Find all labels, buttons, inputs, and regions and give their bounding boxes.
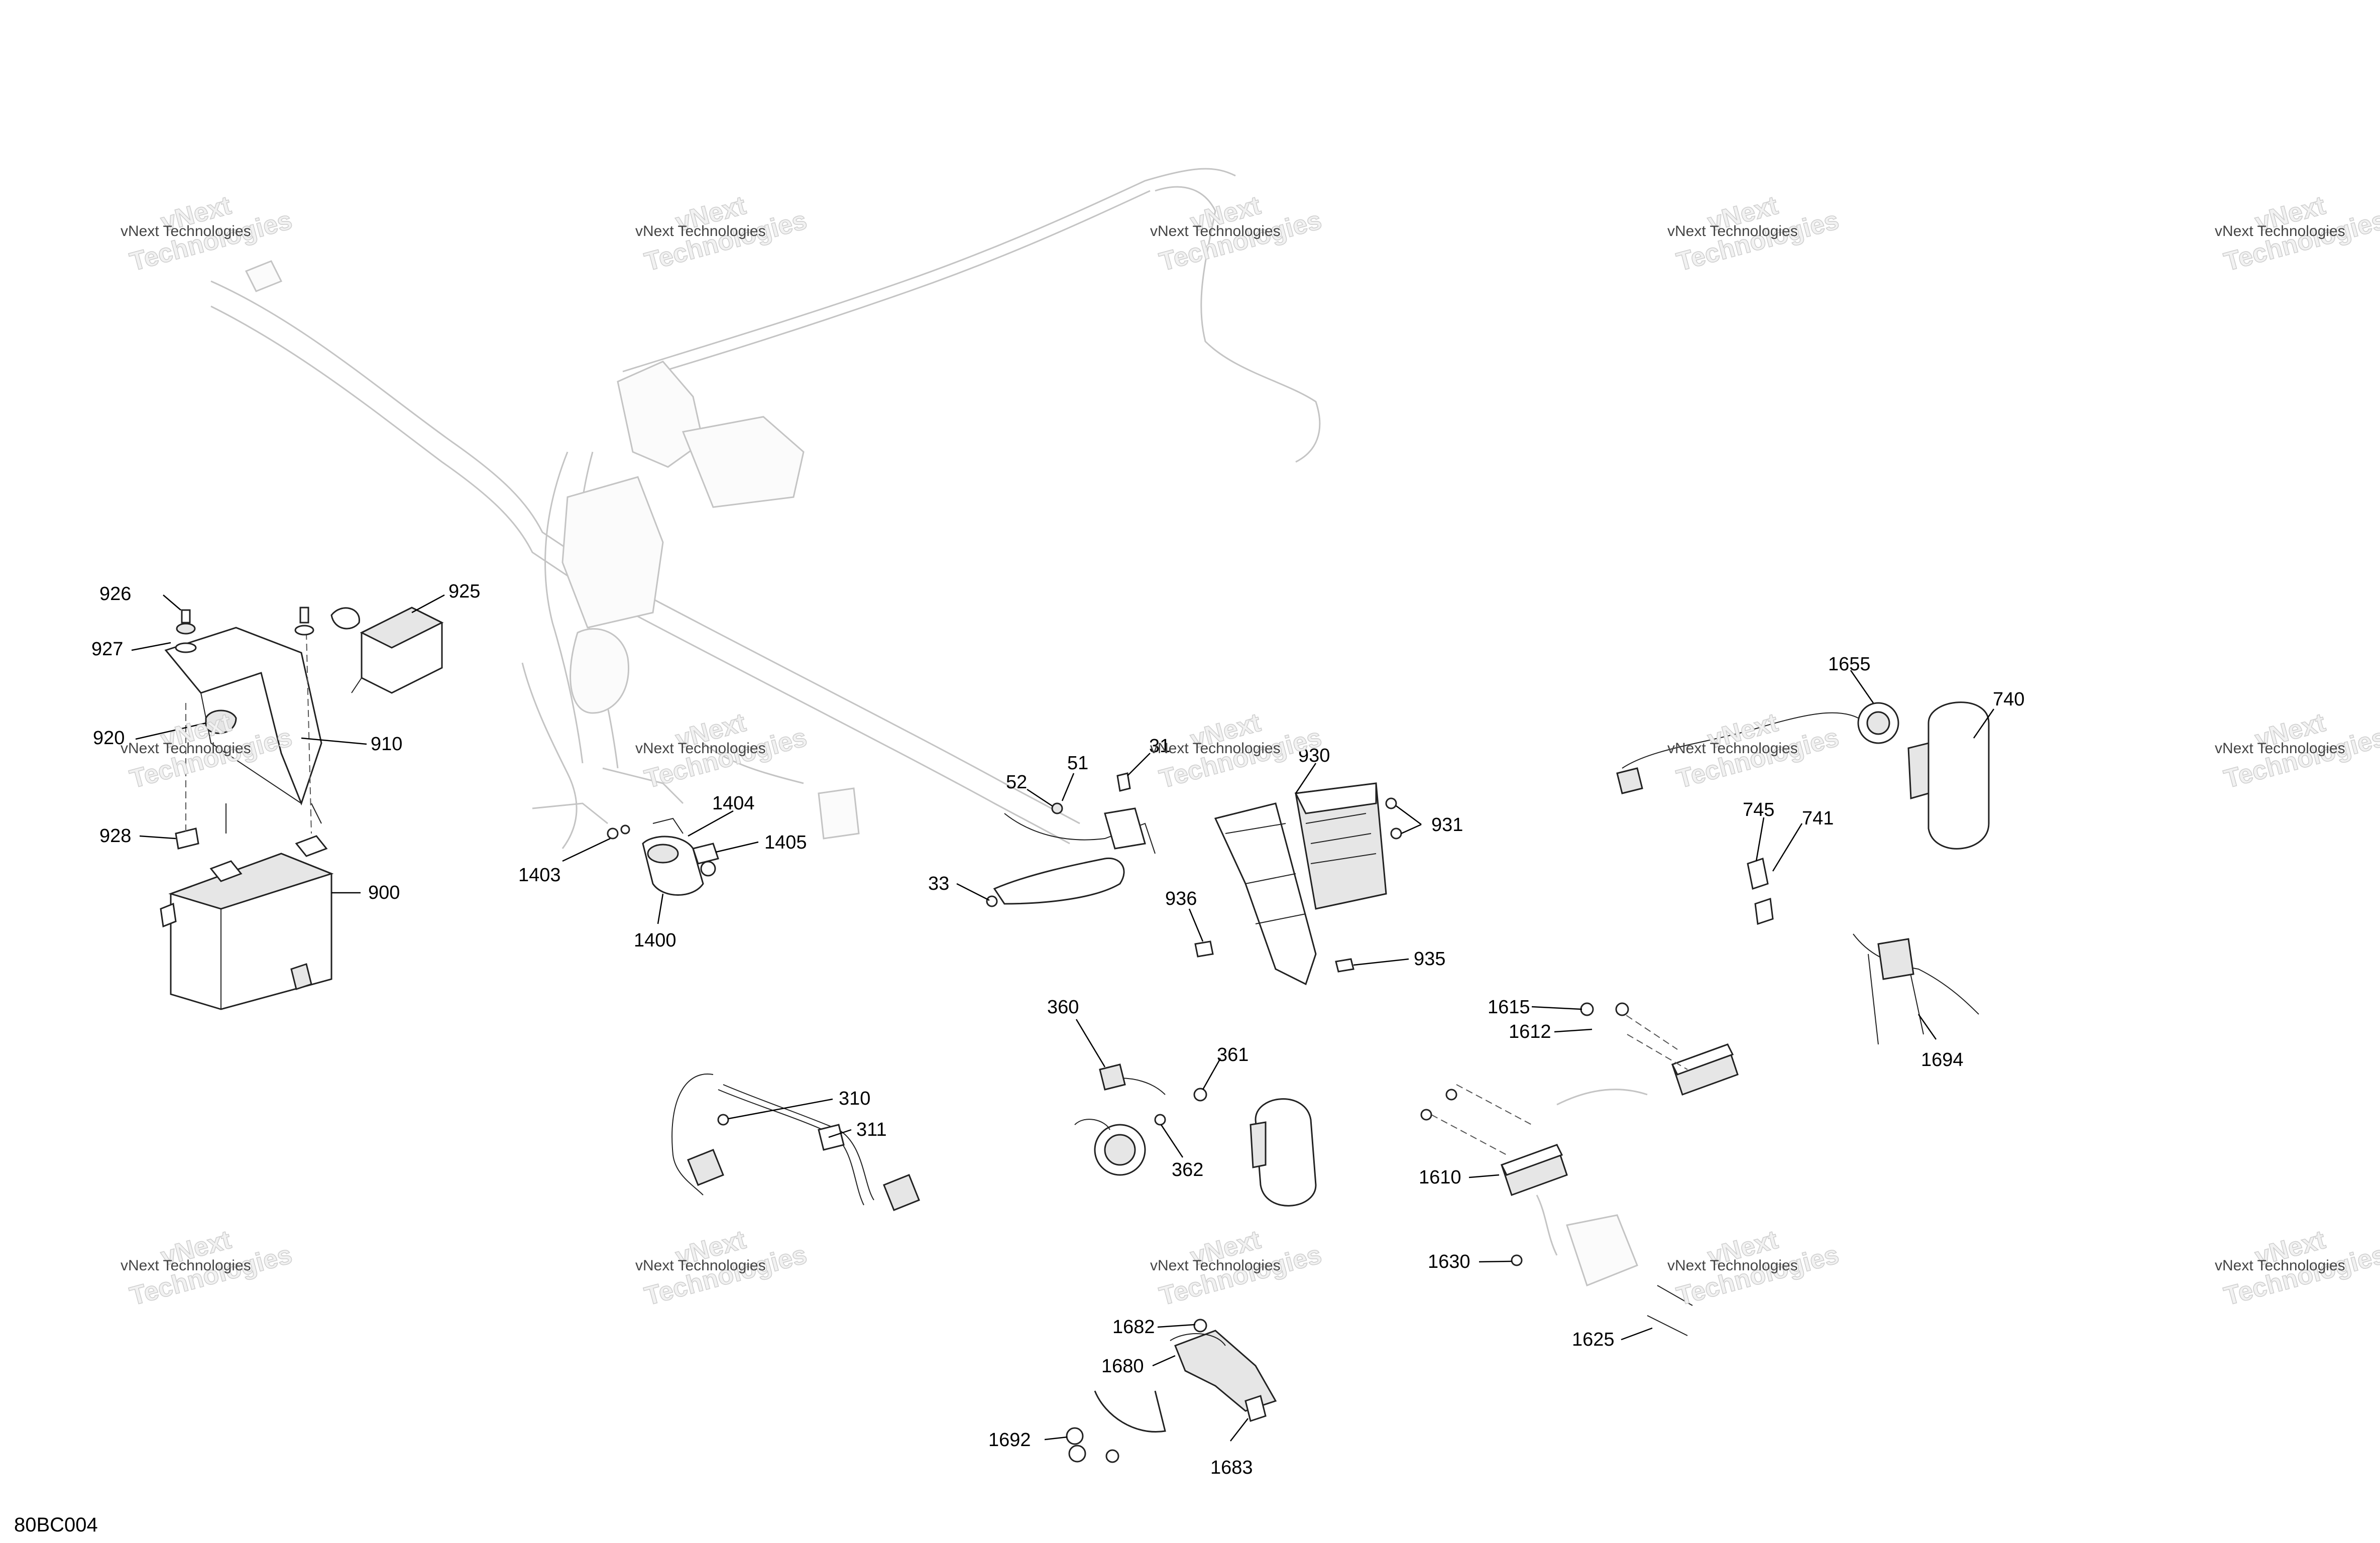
watermark: vNext Technologies vNext Technologies — [1667, 707, 1842, 794]
callout-361: 361 — [1217, 1044, 1249, 1065]
watermark: vNext Technologies vNext Technologies — [2215, 1225, 2380, 1312]
svg-text:vNext Technologies: vNext Technologies — [1150, 740, 1281, 757]
watermark: vNext Technologies vNext Technologies — [1150, 707, 1325, 794]
harness-clamp-assembly — [986, 772, 1156, 907]
callout-745: 745 — [1743, 799, 1774, 820]
svg-text:vNext Technologies: vNext Technologies — [2215, 223, 2345, 240]
callout-1694: 1694 — [1921, 1049, 1964, 1071]
svg-text:vNext Technologies: vNext Technologies — [121, 740, 251, 757]
svg-text:vNext Technologies: vNext Technologies — [2215, 1257, 2345, 1274]
callout-928: 928 — [99, 825, 131, 847]
callout-920: 920 — [93, 728, 125, 749]
relay-1400-assembly — [607, 817, 719, 896]
watermark: vNext Technologies vNext Technologies — [635, 707, 810, 794]
svg-text:vNext Technologies: vNext Technologies — [635, 1257, 766, 1274]
watermark: vNext Technologies vNext Technologies — [635, 1225, 810, 1312]
svg-text:vNext Technologies: vNext Technologies — [635, 223, 766, 240]
bracket-1680-assembly — [1066, 1319, 1277, 1463]
callout-930: 930 — [1298, 745, 1330, 766]
callout-1403: 1403 — [518, 865, 561, 886]
watermark: vNext Technologies vNext Technologies — [635, 190, 810, 277]
callout-926: 926 — [99, 583, 131, 605]
callout-1680: 1680 — [1101, 1356, 1144, 1377]
callout-33: 33 — [928, 873, 949, 894]
harness-310-assembly — [671, 1074, 920, 1211]
light-1610-assembly — [1420, 1002, 1739, 1336]
callout-1625: 1625 — [1572, 1329, 1615, 1350]
callout-362: 362 — [1172, 1159, 1203, 1180]
callout-740: 740 — [1993, 689, 2024, 710]
leader-lines — [131, 594, 1995, 1442]
callout-360: 360 — [1047, 997, 1079, 1018]
callout-1692: 1692 — [988, 1430, 1031, 1451]
watermark: vNext Technologies vNext Technologies — [2215, 707, 2380, 794]
module-930-assembly — [1194, 782, 1402, 986]
callout-51: 51 — [1067, 753, 1088, 774]
watermark: vNext Technologies vNext Technologies — [121, 707, 295, 794]
watermark: vNext Technologies vNext Technologies — [1150, 190, 1325, 277]
watermark: vNext Technologies vNext Technologies — [1667, 1225, 1842, 1312]
svg-text:vNext Technologies: vNext Technologies — [1150, 223, 1281, 240]
callout-741: 741 — [1802, 808, 1834, 829]
svg-text:vNext Technologies: vNext Technologies — [121, 1257, 251, 1274]
figure-id: 80BC004 — [14, 1514, 98, 1536]
svg-text:vNext Technologies: vNext Technologies — [121, 223, 251, 240]
callout-1610: 1610 — [1419, 1167, 1461, 1188]
headlight-740-assembly — [1616, 701, 1990, 1045]
callout-1404: 1404 — [712, 793, 755, 814]
callout-1400: 1400 — [634, 930, 676, 951]
callout-910: 910 — [371, 734, 402, 755]
callout-1615: 1615 — [1488, 997, 1530, 1018]
watermark: vNext Technologies vNext Technologies — [1667, 190, 1842, 277]
callout-935: 935 — [1414, 948, 1445, 970]
watermark: vNext Technologies vNext Technologies — [1150, 1225, 1325, 1312]
svg-text:vNext Technologies: vNext Technologies — [1150, 1257, 1281, 1274]
callout-52: 52 — [1006, 772, 1027, 793]
svg-text:vNext Technologies: vNext Technologies — [1667, 223, 1798, 240]
watermark: vNext Technologies vNext Technologies — [2215, 190, 2380, 277]
callout-1683: 1683 — [1210, 1457, 1253, 1478]
callout-310: 310 — [839, 1088, 870, 1109]
svg-text:vNext Technologies: vNext Technologies — [1667, 1257, 1798, 1274]
svg-text:vNext Technologies: vNext Technologies — [1667, 740, 1798, 757]
callout-900: 900 — [368, 882, 400, 903]
svg-text:vNext Technologies: vNext Technologies — [635, 740, 766, 757]
watermarks: vNext Technologies vNext Technologies vN… — [121, 190, 2380, 1312]
callout-1405: 1405 — [764, 832, 807, 853]
battery-assembly — [160, 607, 444, 1010]
light-360-assembly — [1074, 1063, 1317, 1207]
callout-936: 936 — [1165, 888, 1197, 909]
callout-1682: 1682 — [1112, 1317, 1155, 1338]
watermark: vNext Technologies vNext Technologies — [121, 1225, 295, 1312]
callout-1655: 1655 — [1828, 654, 1871, 675]
callout-931: 931 — [1431, 814, 1463, 836]
callout-925: 925 — [448, 581, 480, 602]
callout-labels: 926 927 920 910 925 928 900 1404 1405 14… — [91, 581, 2024, 1478]
callout-927: 927 — [91, 639, 123, 660]
callout-31: 31 — [1149, 736, 1170, 757]
frame-harness-background — [210, 168, 1321, 849]
callout-1630: 1630 — [1428, 1251, 1470, 1272]
callout-1612: 1612 — [1509, 1021, 1551, 1042]
svg-text:vNext Technologies: vNext Technologies — [2215, 740, 2345, 757]
callout-311: 311 — [856, 1119, 887, 1140]
